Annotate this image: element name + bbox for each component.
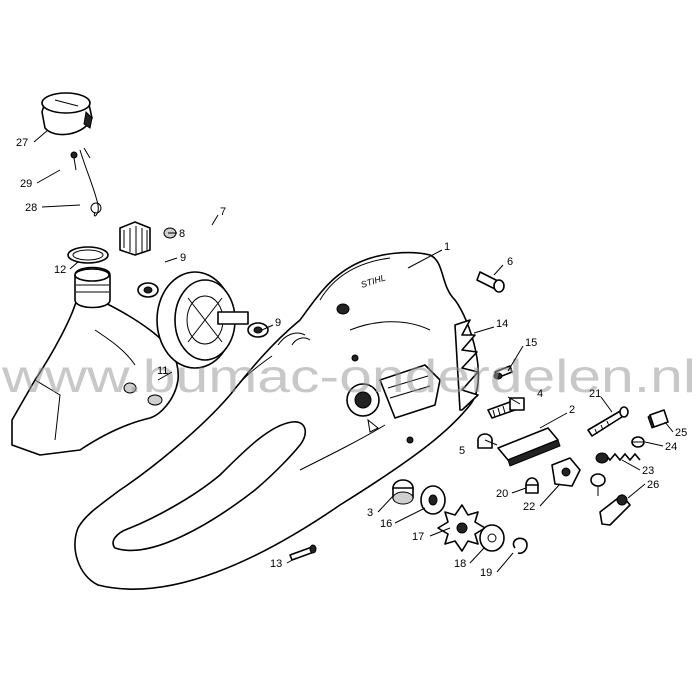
callout-15: 15 — [525, 337, 537, 349]
callout-11: 11 — [157, 365, 168, 377]
callout-24: 24 — [665, 441, 677, 453]
callout-21: 21 — [589, 388, 601, 400]
e-clip-part-19 — [512, 537, 528, 555]
collar-part-5 — [477, 433, 493, 449]
callout-29: 29 — [20, 178, 32, 190]
spring-plate-part-14 — [454, 319, 479, 411]
adjusting-screw-part-4 — [487, 397, 525, 419]
callout-6: 6 — [507, 256, 513, 268]
callout-labels: 1 2 3 4 5 6 7 8 9 9 11 12 13 14 15 16 17… — [16, 137, 687, 579]
callout-25: 25 — [675, 427, 687, 439]
oil-cap-part-27 — [41, 92, 93, 136]
screw-part-21 — [587, 406, 629, 437]
part-25 — [647, 409, 669, 429]
tensioner-slide-part-2 — [497, 427, 561, 467]
callout-13: 13 — [270, 558, 282, 570]
screw-part-15 — [493, 365, 513, 380]
callout-16: 16 — [380, 518, 392, 530]
pin-part-6 — [476, 271, 505, 293]
housing-part-1: STIHL — [74, 251, 480, 590]
part-24 — [631, 436, 645, 448]
lever-part-26 — [590, 473, 631, 526]
spring-part-23 — [595, 452, 641, 464]
callout-22: 22 — [523, 501, 535, 513]
slider-part-22 — [551, 457, 581, 487]
nut-part-20 — [525, 477, 539, 494]
seal-ring-part-12 — [67, 246, 109, 264]
callout-1: 1 — [444, 241, 450, 253]
callout-17: 17 — [412, 531, 424, 543]
callout-9a: 9 — [180, 252, 186, 264]
callout-14: 14 — [496, 318, 508, 330]
callout-18: 18 — [454, 558, 466, 570]
washer-part-18 — [479, 524, 505, 552]
callout-23: 23 — [642, 465, 654, 477]
callout-28: 28 — [25, 202, 37, 214]
callout-4: 4 — [537, 388, 543, 400]
callout-26: 26 — [647, 479, 659, 491]
oil-tank-body — [11, 266, 179, 456]
tether-strap-part-28 — [70, 147, 102, 217]
callout-20: 20 — [496, 488, 508, 500]
callout-7: 7 — [220, 206, 226, 218]
callout-3: 3 — [367, 507, 373, 519]
callout-9b: 9 — [275, 317, 281, 329]
callout-19: 19 — [480, 567, 492, 579]
callout-2: 2 — [569, 404, 575, 416]
watermark-text: www.bumac-onderdelen.nl — [1, 350, 696, 402]
callout-5: 5 — [459, 445, 465, 457]
screw-part-13 — [289, 544, 317, 561]
clutch-assembly-part-7 — [119, 221, 269, 369]
sleeve-part-3 — [392, 479, 414, 505]
callout-8: 8 — [179, 228, 185, 240]
washer-part-16 — [420, 485, 446, 515]
callout-27: 27 — [16, 137, 28, 149]
callout-12: 12 — [54, 264, 66, 276]
leader-lines — [33, 129, 674, 573]
sprocket-part-17 — [437, 504, 486, 552]
